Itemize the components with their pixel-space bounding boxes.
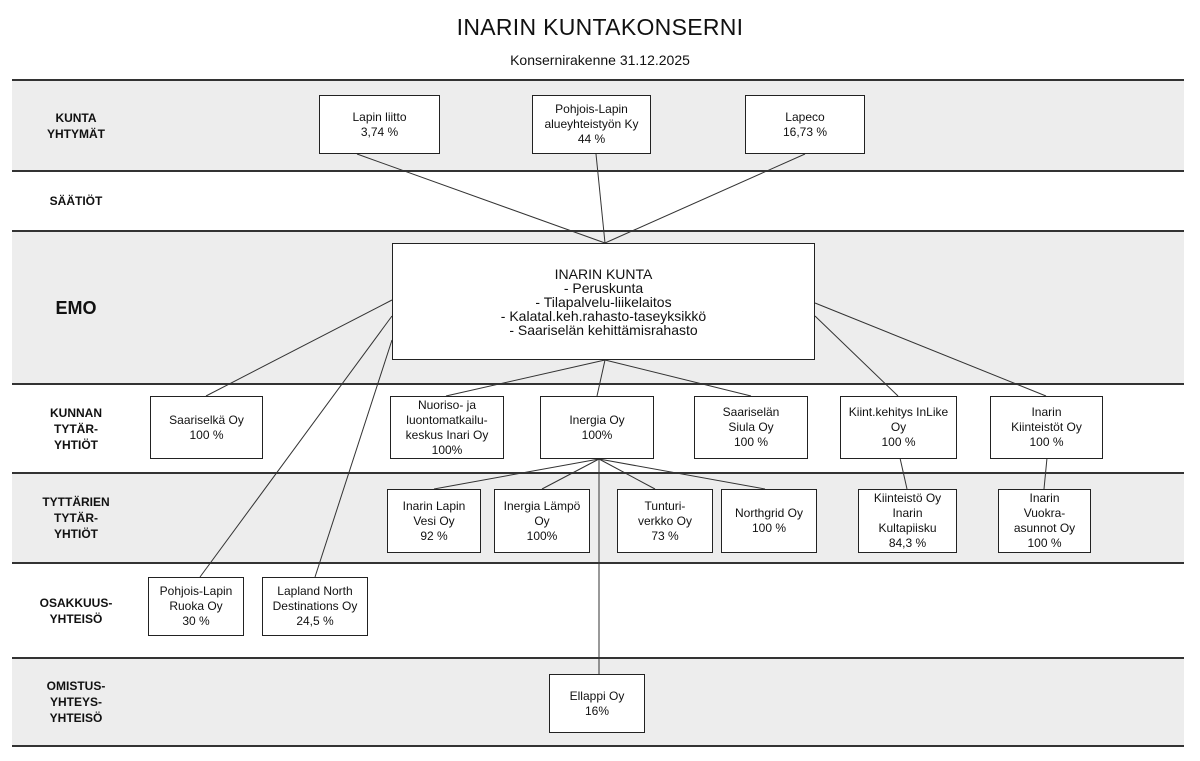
connector-inergia-tunturiverkko xyxy=(598,458,656,490)
node-inergia-oy: Inergia Oy 100% xyxy=(540,396,654,459)
node-tunturiverkko-oy: Tunturi- verkko Oy 73 % xyxy=(617,489,713,553)
node-northgrid-oy: Northgrid Oy 100 % xyxy=(721,489,817,553)
connector-inergia-lampo xyxy=(541,458,600,490)
node-label: INARIN KUNTA - Peruskunta - Tilapalvelu-… xyxy=(500,265,707,338)
node-label: Nuoriso- ja luontomatkailu- keskus Inari… xyxy=(405,397,489,457)
connector-emo-ruoka xyxy=(199,315,393,578)
node-label: Pohjois-Lapin alueyhteistyön Ky 44 % xyxy=(544,102,639,146)
node-kiint-kehitys-inlike-oy: Kiint.kehitys InLike Oy 100 % xyxy=(840,396,957,459)
band-osakkuusyhteiso: OSAKKUUS- YHTEISÖ xyxy=(12,562,1184,657)
node-saariselka-oy: Saariselkä Oy 100 % xyxy=(150,396,263,459)
connector-emo-lapland-north xyxy=(314,339,393,578)
bottom-rule xyxy=(12,745,1184,747)
connector-emo-nuoriso xyxy=(445,359,606,397)
node-label: Ellappi Oy 16% xyxy=(569,688,625,718)
node-label: Pohjois-Lapin Ruoka Oy 30 % xyxy=(159,584,233,628)
connector-emo-inergia xyxy=(596,359,606,397)
node-label: Saariselän Siula Oy 100 % xyxy=(722,405,780,449)
connector-lapeco-emo xyxy=(604,153,806,244)
node-inarin-lapin-vesi-oy: Inarin Lapin Vesi Oy 92 % xyxy=(387,489,481,553)
node-pohjois-lapin-alueyhteistyon-ky: Pohjois-Lapin alueyhteistyön Ky 44 % xyxy=(532,95,651,154)
connector-emo-saariselka xyxy=(205,299,393,397)
band-label-tyttarien-tytaryhtiot: TYTTÄRIEN TYTÄR- YHTIÖT xyxy=(42,495,110,541)
connector-emo-kiinteistot xyxy=(814,302,1047,397)
connector-emo-kiint-kehitys xyxy=(814,315,899,397)
band-tyttarien-tytaryhtiot: TYTTÄRIEN TYTÄR- YHTIÖT xyxy=(12,472,1184,562)
band-label-kuntayhtymat: KUNTA YHTYMÄT xyxy=(47,110,105,141)
node-label: Inarin Vuokra- asunnot Oy 100 % xyxy=(1013,491,1076,550)
node-label: Inarin Lapin Vesi Oy 92 % xyxy=(402,498,466,543)
node-pohjois-lapin-ruoka-oy: Pohjois-Lapin Ruoka Oy 30 % xyxy=(148,577,244,636)
band-label-omistusyhteysyhteiso: OMISTUS- YHTEYS- YHTEISÖ xyxy=(46,679,106,725)
node-label: Northgrid Oy 100 % xyxy=(734,506,804,535)
node-inarin-kiinteistot-oy: Inarin Kiinteistöt Oy 100 % xyxy=(990,396,1103,459)
node-lapin-liitto: Lapin liitto 3,74 % xyxy=(319,95,440,154)
node-inarin-kunta: INARIN KUNTA - Peruskunta - Tilapalvelu-… xyxy=(392,243,815,360)
node-label: Inergia Oy 100% xyxy=(569,412,625,442)
band-label-kunnan-tytaryhtiot: KUNNAN TYTÄR- YHTIÖT xyxy=(50,405,102,452)
node-label: Saariselkä Oy 100 % xyxy=(169,412,244,442)
node-lapland-north-destinations-oy: Lapland North Destinations Oy 24,5 % xyxy=(262,577,368,636)
band-kunnan-tytaryhtiot: KUNNAN TYTÄR- YHTIÖT xyxy=(12,383,1184,472)
node-inarin-vuokra-asunnot-oy: Inarin Vuokra- asunnot Oy 100 % xyxy=(998,489,1091,553)
connector-pohjois-lapin-ky-emo xyxy=(595,153,606,244)
node-label: Tunturi- verkko Oy 73 % xyxy=(637,498,692,543)
node-label: Inergia Lämpö Oy 100% xyxy=(503,498,581,543)
node-label: Kiint.kehitys InLike Oy 100 % xyxy=(848,405,949,449)
connector-inergia-vesi xyxy=(433,458,600,490)
node-ellappi-oy: Ellappi Oy 16% xyxy=(549,674,645,733)
connector-kiint-kehitys-kultapiisku xyxy=(899,457,908,490)
connector-lapin-liitto-emo xyxy=(356,153,606,244)
node-label: Lapland North Destinations Oy 24,5 % xyxy=(272,584,358,628)
node-label: Lapin liitto 3,74 % xyxy=(352,109,407,139)
node-nuoriso-ja-luontomatkailukeskus: Nuoriso- ja luontomatkailu- keskus Inari… xyxy=(390,396,504,459)
node-kiinteisto-oy-inarin-kultapiisku: Kiinteistö Oy Inarin Kultapiisku 84,3 % xyxy=(858,489,957,553)
band-label-osakkuusyhteiso: OSAKKUUS- YHTEISÖ xyxy=(39,595,113,626)
connector-emo-siula xyxy=(604,359,752,397)
node-label: Kiinteistö Oy Inarin Kultapiisku 84,3 % xyxy=(873,491,942,550)
band-label-emo: EMO xyxy=(55,297,97,318)
node-label: Lapeco 16,73 % xyxy=(782,109,828,139)
diagram-subtitle: Konsernirakenne 31.12.2025 xyxy=(510,52,690,68)
node-saariselan-siula-oy: Saariselän Siula Oy 100 % xyxy=(694,396,808,459)
connector-kiinteistot-vuokra xyxy=(1043,457,1048,490)
node-label: Inarin Kiinteistöt Oy 100 % xyxy=(1011,405,1082,449)
connector-inergia-northgrid xyxy=(598,458,766,490)
node-inergia-lampo-oy: Inergia Lämpö Oy 100% xyxy=(494,489,590,553)
diagram-title: INARIN KUNTAKONSERNI xyxy=(456,14,744,40)
band-label-saatiot: SÄÄTIÖT xyxy=(49,194,103,208)
node-lapeco: Lapeco 16,73 % xyxy=(745,95,865,154)
